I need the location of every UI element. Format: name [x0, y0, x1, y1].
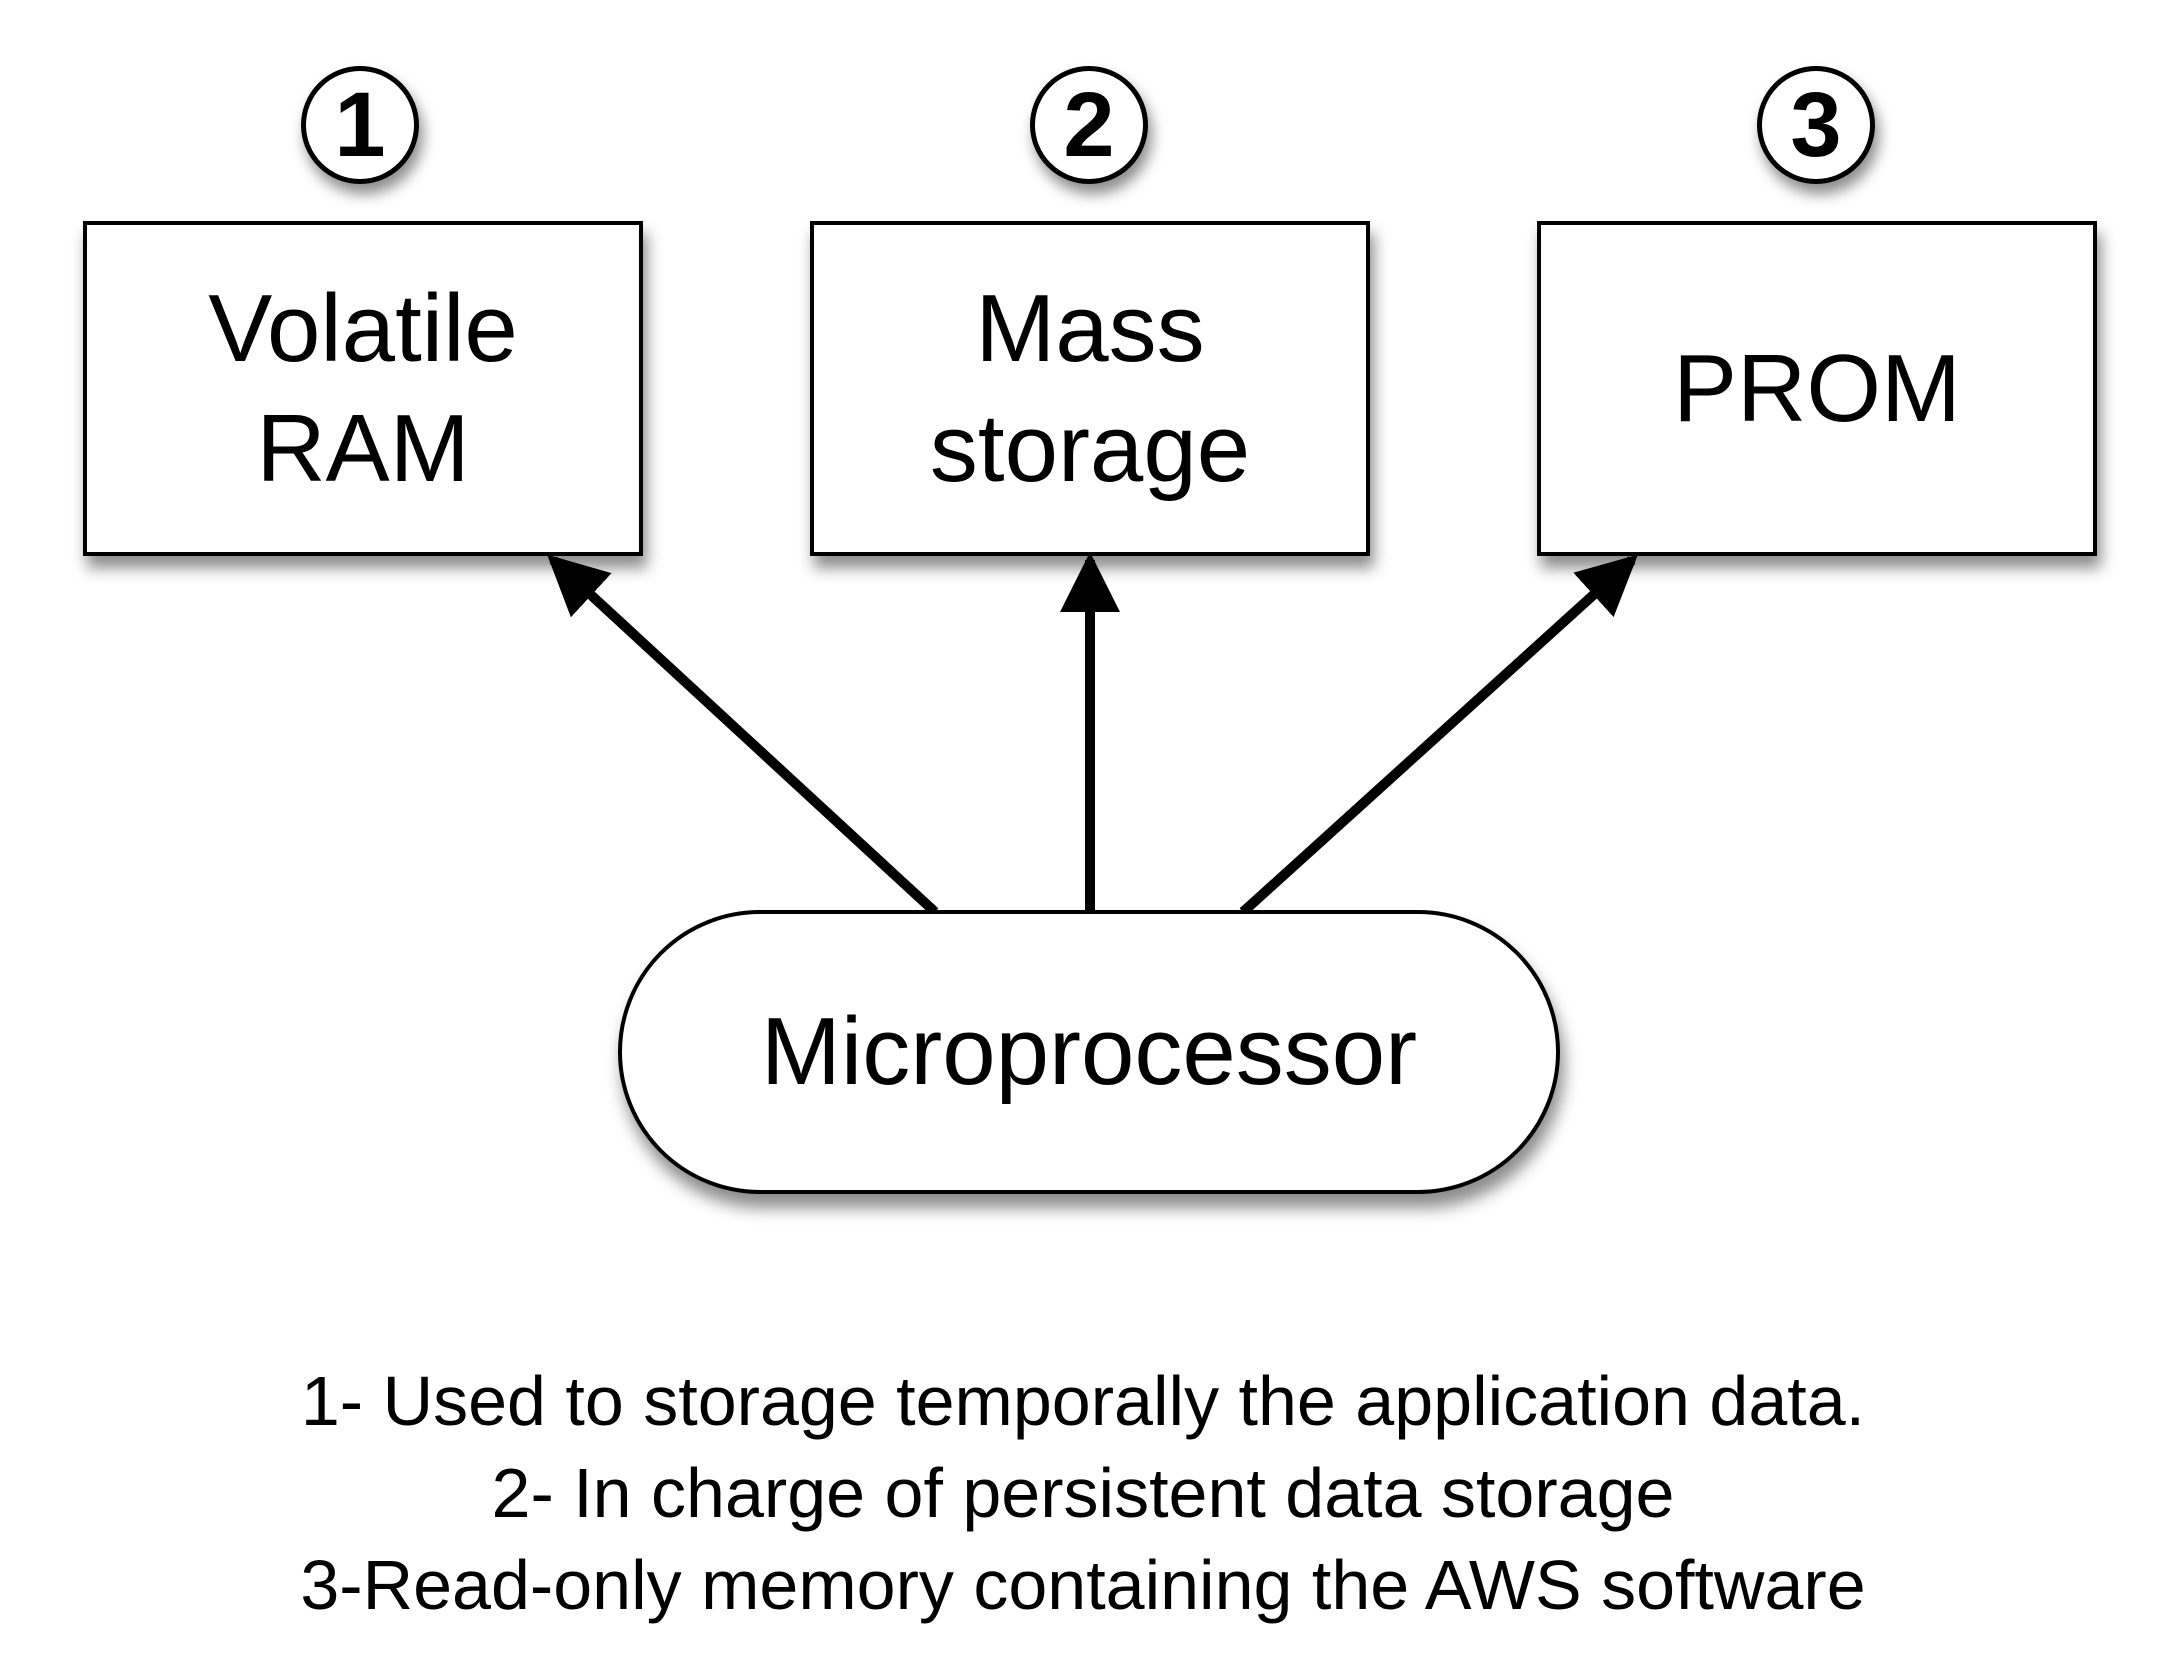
- note-2: 2- In charge of persistent data storage: [491, 1454, 1675, 1532]
- mass-storage-box: Mass storage: [810, 221, 1370, 556]
- mass-storage-label-line2: storage: [929, 394, 1251, 502]
- note-3: 3-Read-only memory containing the AWS so…: [300, 1546, 1866, 1624]
- badge-2: 2: [1030, 66, 1148, 184]
- volatile-ram-box: Volatile RAM: [83, 221, 643, 556]
- badge-1: 1: [301, 66, 419, 184]
- mass-storage-label-line1: Mass: [975, 274, 1205, 382]
- arrow-to-prom: [1239, 554, 1638, 916]
- badge-2-number: 2: [1063, 74, 1115, 176]
- volatile-ram-label-line2: RAM: [256, 394, 470, 502]
- badge-3: 3: [1757, 66, 1875, 184]
- badge-1-number: 1: [334, 74, 386, 176]
- microprocessor-label: Microprocessor: [760, 998, 1418, 1105]
- legend-notes: 1- Used to storage temporally the applic…: [0, 1355, 2166, 1631]
- volatile-ram-label-line1: Volatile: [208, 274, 518, 382]
- prom-label: PROM: [1673, 334, 1961, 442]
- note-1: 1- Used to storage temporally the applic…: [300, 1362, 1866, 1440]
- badge-3-number: 3: [1790, 74, 1842, 176]
- microprocessor-node: Microprocessor: [618, 910, 1560, 1194]
- arrow-to-volatile-ram: [547, 554, 939, 916]
- prom-box: PROM: [1537, 221, 2097, 556]
